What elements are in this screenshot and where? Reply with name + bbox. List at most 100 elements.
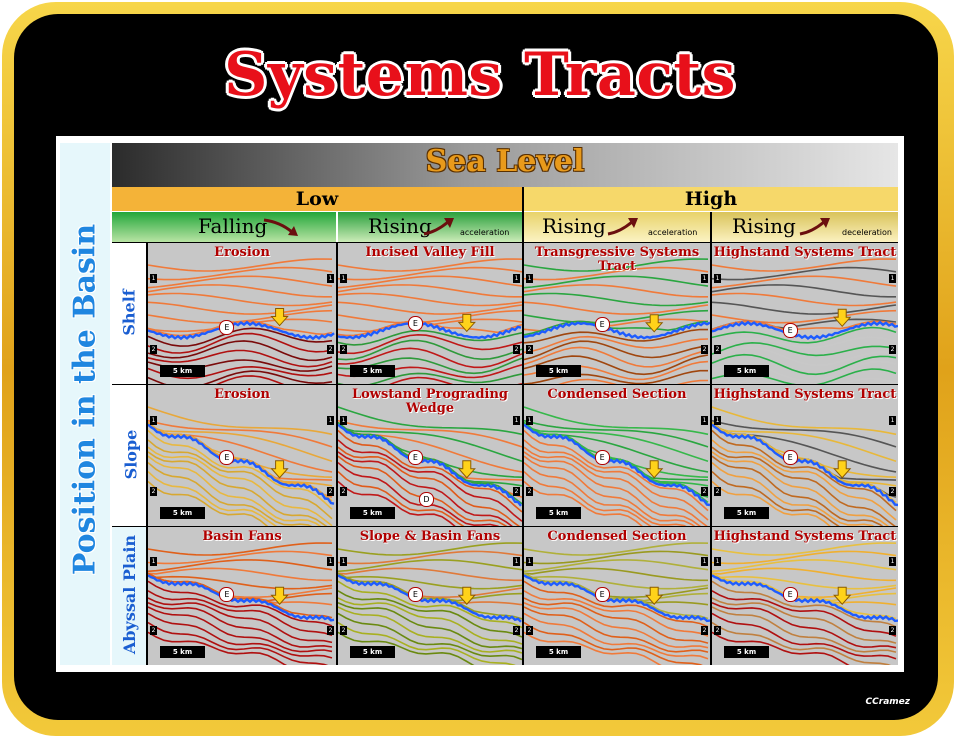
stratum-line (712, 471, 840, 526)
horizon-number: 1 (327, 416, 334, 426)
stratum-line (524, 369, 708, 384)
stratum-line (712, 346, 897, 367)
stratum-line (338, 292, 522, 307)
erosion-surface (712, 423, 898, 507)
stratum-line (338, 266, 522, 281)
cross-section-drawing (338, 406, 522, 526)
erosion-surface (524, 423, 710, 507)
cell-title: Erosion (214, 245, 270, 260)
stratum-line (338, 329, 522, 346)
stratum-line (524, 480, 643, 526)
stratum-line (338, 612, 522, 661)
stratum-line (148, 340, 333, 362)
stratum-line (524, 590, 709, 637)
horizon-number: 1 (714, 416, 721, 426)
trend-label: Rising (542, 214, 606, 238)
stratum-line (524, 346, 709, 368)
cell-title: Condensed Section (547, 529, 687, 544)
stratum-line (712, 258, 897, 272)
stratum-line (338, 421, 522, 462)
horizon-number: 1 (526, 557, 533, 567)
stratum-line (524, 572, 709, 590)
level-low: Low (112, 187, 522, 211)
stratum-line (712, 590, 897, 637)
stratum-line (148, 419, 333, 448)
slide-title: Systems Tracts (224, 40, 736, 110)
trend-label: Falling (198, 214, 268, 238)
falling-arrow-icon (263, 218, 298, 236)
stratum-line (524, 258, 709, 272)
sea-level-banner (112, 143, 898, 187)
stratum-line (338, 590, 522, 638)
stratum-line (338, 406, 522, 436)
stratum-line (338, 275, 522, 289)
grid-separator (146, 243, 148, 665)
stratum-line (338, 372, 522, 384)
horizon-number: 1 (701, 557, 708, 567)
scale-bar: 5 km (350, 646, 395, 658)
stratum-line (524, 419, 709, 448)
stratum-line (148, 597, 333, 644)
stratum-line (524, 451, 702, 526)
stratum-line (338, 471, 465, 526)
stratum-line (524, 612, 709, 660)
cross-section-drawing (524, 406, 710, 526)
cell-title: Incised Valley Fill (365, 245, 495, 260)
row-label-abyssal: Abyssal Plain (112, 527, 146, 665)
horizon-number: 2 (340, 344, 347, 354)
stratum-line (338, 258, 522, 272)
scale-bar: 5 km (160, 365, 205, 377)
stratum-line (524, 550, 709, 565)
erosion-marker: E (219, 320, 235, 336)
horizon-number: 1 (340, 557, 347, 567)
sediment-arrow-icon (833, 460, 852, 479)
horizon-number: 2 (701, 344, 708, 354)
downlap-marker: D (418, 492, 434, 508)
horizon-number: 1 (327, 557, 334, 567)
stratum-line (524, 597, 709, 644)
erosion-surface (524, 321, 710, 340)
scale-bar: 5 km (724, 646, 769, 658)
stratum-line (148, 480, 269, 526)
stratum-line (148, 590, 333, 637)
horizon-number: 1 (340, 274, 347, 284)
cross-section-drawing (338, 258, 522, 384)
stratum-line (712, 567, 896, 582)
rising-arrow-icon (799, 218, 830, 236)
stratum-line (338, 550, 522, 565)
stratum-line (712, 429, 897, 512)
stratum-line (148, 567, 332, 582)
stratum-line (712, 606, 897, 653)
sediment-arrow-icon (457, 460, 476, 479)
erosion-surface (338, 574, 522, 623)
horizon-number: 2 (889, 344, 896, 354)
sediment-arrow-icon (270, 586, 289, 605)
erosion-surface (338, 321, 522, 340)
stratum-line (148, 292, 333, 307)
erosion-marker: E (782, 323, 798, 339)
stratum-line (148, 580, 333, 627)
stratum-line (524, 580, 709, 628)
stratum-line (389, 376, 522, 384)
stratum-line (338, 542, 522, 556)
erosion-surface (338, 423, 522, 507)
stratum-line (712, 446, 896, 526)
stratum-line (148, 601, 333, 648)
stratum-line (712, 461, 875, 526)
stratum-line (524, 292, 709, 307)
stratum-line (524, 471, 652, 526)
horizon-number: 2 (513, 344, 520, 354)
cell-title: Erosion (214, 387, 270, 402)
sediment-arrow-icon (457, 313, 476, 333)
stratum-line (712, 631, 850, 665)
cross-section-drawing (712, 258, 898, 384)
stratum-line (338, 301, 522, 315)
erosion-surface (712, 320, 898, 341)
stratum-line (712, 572, 897, 590)
stratum-line (148, 461, 313, 526)
